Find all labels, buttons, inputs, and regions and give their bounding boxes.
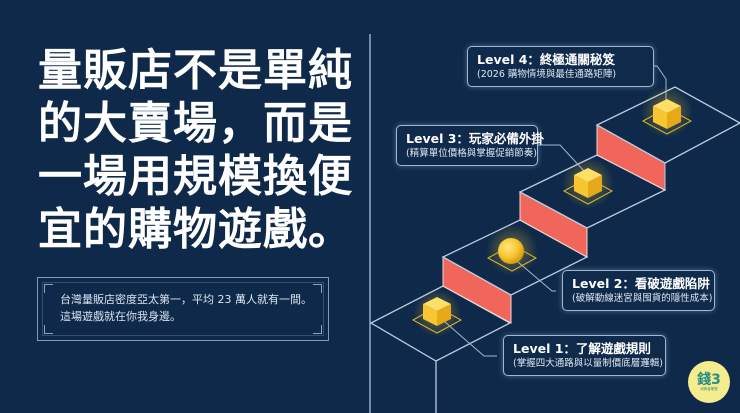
level-2-sphere-icon xyxy=(486,224,538,276)
level-2-card: Level 2：看破遊戲陷阱 (破解動線迷宮與囤貨的隱性成本) xyxy=(562,270,715,311)
info-box: 台灣量販店密度亞太第一，平均 23 萬人就有一間。 這場遊戲就在你我身邊。 xyxy=(37,277,329,341)
level-4-card: Level 4：終極通關秘笈 (2026 購物情境與最佳通路矩陣) xyxy=(467,46,654,87)
corner-bracket-icon xyxy=(313,325,322,334)
info-box-inner-frame xyxy=(42,282,324,336)
connector-level-2 xyxy=(517,261,556,292)
corner-bracket-icon xyxy=(44,284,53,293)
level-4-title: Level 4：終極通關秘笈 xyxy=(477,52,615,67)
logo-mark: 錢3 xyxy=(697,371,721,388)
headline-line-4: 宜的購物遊戲。 xyxy=(38,204,353,255)
connector-level-1 xyxy=(444,321,497,357)
level-1-title: Level 1：了解遊戲規則 xyxy=(513,341,651,356)
level-4-cube-icon xyxy=(641,86,693,138)
brand-logo: 錢3 消費者學堂 xyxy=(688,361,730,403)
level-1-cube-icon xyxy=(411,289,463,337)
logo-caption: 消費者學堂 xyxy=(700,386,718,391)
headline: 量販店不是單純 的大賣場，而是 一場用規模換便 宜的購物遊戲。 xyxy=(38,44,358,256)
info-text: 台灣量販店密度亞太第一，平均 23 萬人就有一間。 這場遊戲就在你我身邊。 xyxy=(60,291,312,325)
corner-bracket-icon xyxy=(313,284,322,293)
level-3-cube-icon xyxy=(562,157,614,209)
level-2-subtitle: (破解動線迷宮與囤貨的隱性成本) xyxy=(572,293,713,304)
level-4-subtitle: (2026 購物情境與最佳通路矩陣) xyxy=(477,69,617,80)
headline-line-3: 一場用規模換便 xyxy=(38,151,353,202)
level-3-subtitle: (精算單位價格與掌握促銷節奏) xyxy=(406,148,537,159)
level-2-title: Level 2：看破遊戲陷阱 xyxy=(572,276,710,291)
level-1-subtitle: (掌握四大通路與以量制價底層邏輯) xyxy=(513,358,663,369)
corner-bracket-icon xyxy=(44,325,53,334)
info-line-1: 台灣量販店密度亞太第一，平均 23 萬人就有一間。 xyxy=(60,293,312,306)
info-line-2: 這場遊戲就在你我身邊。 xyxy=(60,310,181,323)
headline-line-2: 的大賣場，而是 xyxy=(38,98,353,149)
level-1-card: Level 1：了解遊戲規則 (掌握四大通路與以量制價底層邏輯) xyxy=(503,335,666,376)
headline-line-1: 量販店不是單純 xyxy=(38,45,353,96)
level-3-title: Level 3：玩家必備外掛 xyxy=(406,131,544,146)
level-3-card: Level 3：玩家必備外掛 (精算單位價格與掌握促銷節奏) xyxy=(396,125,544,166)
vertical-divider xyxy=(369,34,371,413)
